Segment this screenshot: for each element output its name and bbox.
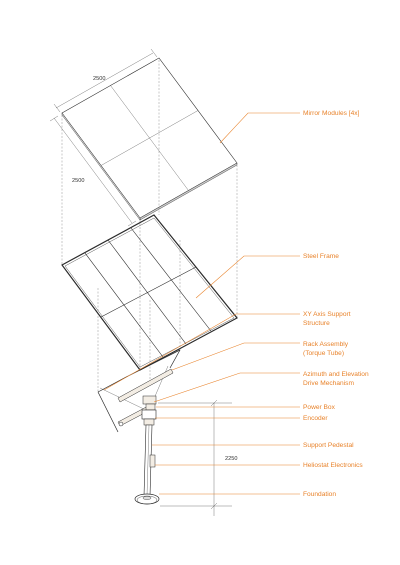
label-xy-axis-support-line1: XY Axis Support (303, 311, 351, 318)
label-steel-frame: Steel Frame (303, 253, 339, 260)
dimension-width-side: 2500 (72, 178, 84, 184)
label-encoder: Encoder (303, 415, 328, 422)
label-mirror-modules: Mirror Modules [4x] (303, 110, 360, 117)
leader-lines (103, 112, 300, 495)
label-support-pedestal: Support Pedestal (303, 442, 354, 449)
rack-assembly (117, 368, 174, 427)
dimension-lines-mirror (49, 48, 158, 227)
label-azimuth-elevation-line1: Azimuth and Elevation (303, 371, 369, 378)
dimension-width-top: 2500 (93, 76, 105, 82)
dimension-pedestal-height: 2250 (225, 456, 237, 462)
label-rack-assembly-line1: Rack Assembly (303, 341, 349, 348)
steel-frame (61, 214, 238, 371)
mirror-modules (61, 57, 238, 221)
label-azimuth-elevation-line2: Drive Mechanism (303, 380, 354, 387)
label-foundation: Foundation (303, 491, 336, 498)
foundation (134, 493, 160, 505)
support-pedestal (143, 424, 156, 497)
label-xy-axis-support-line2: Structure (303, 320, 330, 327)
drive-mechanism (141, 395, 157, 426)
label-heliostat-electronics: Heliostat Electronics (303, 462, 363, 469)
dimension-lines-height (158, 399, 232, 516)
label-rack-assembly-line2: (Torque Tube) (303, 350, 344, 357)
label-power-box: Power Box (303, 404, 336, 411)
